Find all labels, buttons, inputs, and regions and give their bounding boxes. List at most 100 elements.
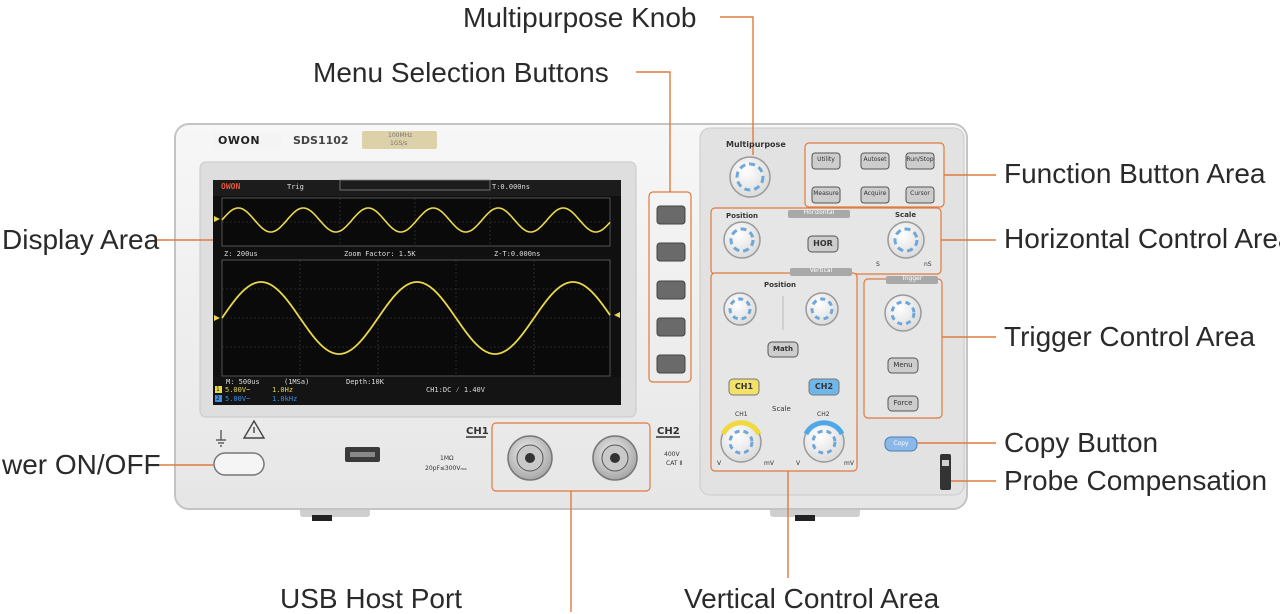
callout-usb-host-port: USB Host Port (280, 583, 463, 614)
callout-power-on-off: wer ON/OFF (2, 449, 161, 480)
ch1-button-label: CH1 (734, 382, 754, 391)
menu-button-2[interactable] (656, 242, 686, 262)
math-button[interactable] (767, 341, 799, 358)
horizontal-section-label: Horizontal (803, 209, 835, 216)
power-button[interactable] (213, 452, 265, 476)
cursor-label: Cursor (910, 190, 930, 197)
screen-ch1-freq: 1.0Hz (272, 386, 294, 394)
ch1-level-marker-top (214, 216, 220, 222)
screen-ch2-marker: 2 (216, 395, 220, 402)
screen-z-time: Z-T:0.000ns (494, 250, 541, 258)
brand-logo-badge (213, 133, 281, 147)
warning-icon (242, 419, 266, 439)
multipurpose-label: Multipurpose (726, 140, 786, 149)
ch2-input-label: CH2 (657, 426, 680, 437)
ch2-scale-caption: CH2 (817, 411, 830, 418)
input-spec-line-1: 1MΩ (440, 455, 454, 462)
measure-label: Measure (813, 190, 839, 197)
hor-label: HOR (813, 239, 833, 248)
autoset-button[interactable] (860, 152, 890, 170)
spec-badge (362, 131, 437, 149)
callout-display-area: Display Area (2, 224, 160, 255)
ch2-rating-line-2: CAT Ⅱ (666, 460, 683, 467)
callout-trigger-control-area: Trigger Control Area (1004, 321, 1256, 352)
screen-sample-rate: (1MSa) (284, 378, 310, 386)
utility-label: Utility (817, 156, 835, 163)
autoset-label: Autoset (863, 156, 887, 163)
run-stop-label: Run/Stop (906, 156, 934, 163)
trigger-level-knob[interactable] (884, 294, 922, 332)
ch1-input-label: CH1 (466, 426, 489, 437)
copy-button[interactable] (884, 436, 918, 452)
menu-label: Menu (893, 361, 913, 369)
screen-ch2-scale: 5.00V~ (225, 395, 251, 403)
math-label: Math (772, 345, 794, 353)
horizontal-scale-label: Scale (895, 211, 917, 219)
screen-zoom-time: Z: 200us (224, 250, 258, 258)
copy-label: Copy (893, 440, 909, 447)
input-spec-line-2: 20pF≤300Vₘₐ (425, 465, 467, 472)
menu-button-4[interactable] (656, 317, 686, 337)
trigger-menu-button[interactable] (887, 357, 919, 374)
screen-ch2-freq: 1.0kHz (272, 395, 298, 403)
screen-trig-label: Trig (287, 183, 304, 191)
measure-button[interactable] (811, 186, 841, 204)
callout-vertical-control-area: Vertical Control Area (684, 583, 940, 614)
trigger-level-marker (614, 312, 620, 318)
run-stop-button[interactable] (905, 152, 935, 170)
ch1-v-label: V (717, 460, 722, 467)
ch2-button-label: CH2 (814, 382, 834, 391)
callout-copy-button: Copy Button (1004, 427, 1159, 458)
screen-trig-info: CH1:DC ⁄ 1.40V (426, 386, 485, 394)
horizontal-scale-knob[interactable] (887, 221, 925, 259)
callout-horizontal-control-area: Horizontal Control Area (1004, 223, 1280, 254)
menu-button-5[interactable] (656, 354, 686, 374)
hor-button[interactable] (807, 235, 839, 253)
s-label: S (876, 261, 880, 268)
ch1-main-waveform (221, 281, 611, 355)
horizontal-position-knob[interactable] (723, 221, 761, 259)
acquire-button[interactable] (860, 186, 890, 204)
leader-multipurpose (720, 16, 754, 155)
vertical-section-label: Vertical (809, 267, 833, 274)
brand-logo: OWON (218, 134, 261, 147)
vertical-scale-label: Scale (772, 405, 791, 413)
ch2-button[interactable] (808, 378, 840, 396)
trigger-force-button[interactable] (887, 395, 919, 412)
ch1-level-marker-main (214, 315, 220, 321)
ch1-mv-label: mV (764, 460, 774, 467)
screen-depth: Depth:10K (346, 378, 384, 386)
vertical-position-label: Position (764, 281, 797, 289)
trigger-section-label: Trigger (901, 275, 923, 282)
screen-time-top: T:0.000ns (492, 183, 530, 191)
screen-ch1-scale: 5.00V~ (225, 386, 251, 394)
ch1-button[interactable] (728, 378, 760, 396)
ch2-rating-line-1: 400V (664, 451, 680, 458)
force-label: Force (893, 399, 913, 407)
screen-main-time: M: 500us (226, 378, 260, 386)
ch2-v-label: V (796, 460, 801, 467)
probe-compensation-terminal[interactable] (940, 454, 951, 490)
leader-menu-buttons (636, 71, 671, 192)
menu-button-1[interactable] (656, 205, 686, 225)
cursor-button[interactable] (905, 186, 935, 204)
acquire-label: Acquire (863, 190, 887, 197)
ch1-zoom-waveform (221, 207, 611, 233)
screen-zoom-factor: Zoom Factor: 1.5K (344, 250, 416, 258)
spec-line-2: 1GS/s (390, 140, 408, 147)
ground-icon (216, 430, 226, 447)
callout-function-button-area: Function Button Area (1004, 158, 1266, 189)
callout-probe-compensation: Probe Compensation (1004, 465, 1268, 496)
utility-button[interactable] (811, 152, 841, 170)
model-label: SDS1102 (293, 134, 349, 147)
screen-ch1-marker: 1 (216, 386, 220, 393)
ch1-scale-caption: CH1 (735, 411, 748, 418)
horizontal-position-label: Position (726, 212, 759, 220)
menu-button-3[interactable] (656, 280, 686, 300)
callout-multipurpose-knob: Multipurpose Knob (463, 2, 697, 33)
spec-line-1: 100MHz (388, 132, 413, 139)
screen-logo: OWON (221, 182, 241, 191)
ch2-mv-label: mV (844, 460, 854, 467)
ns-label: nS (924, 261, 932, 268)
